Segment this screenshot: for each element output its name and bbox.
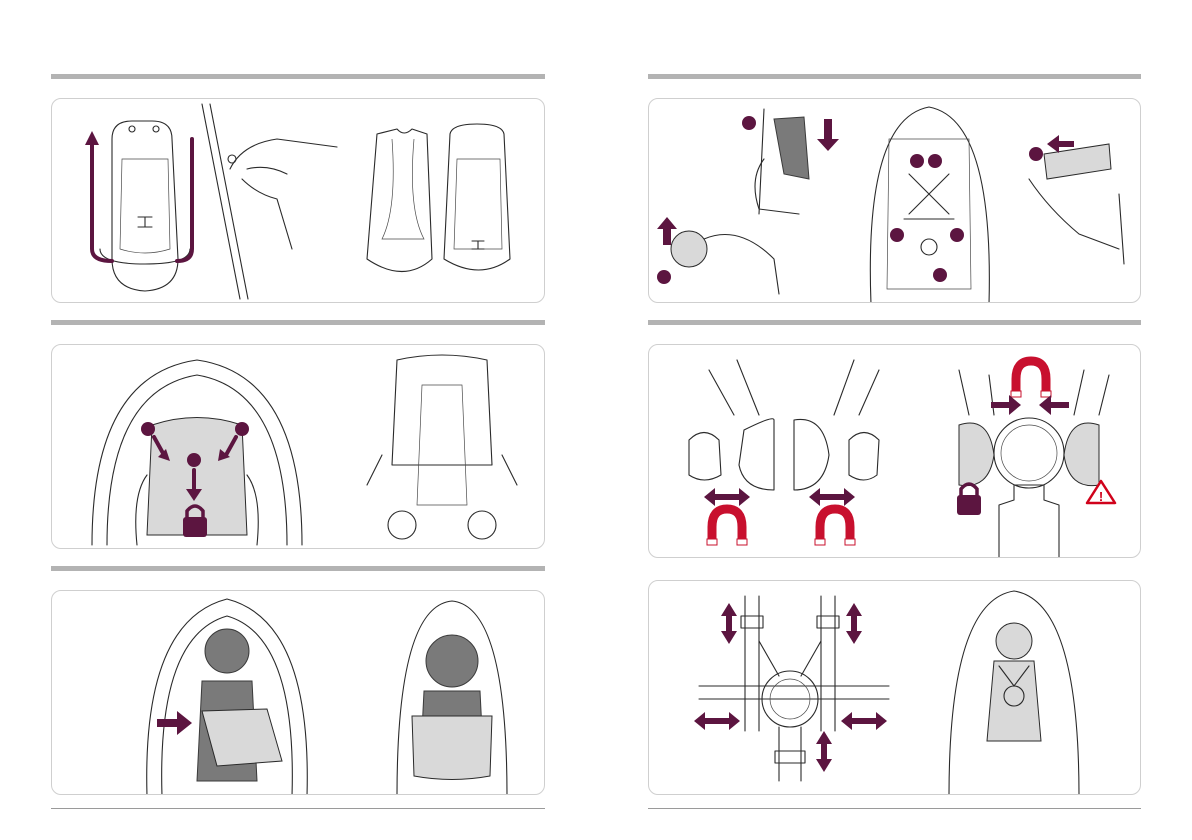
lock-icon (957, 484, 981, 515)
seat-with-child-illustration (147, 599, 308, 795)
page-bottom-rule-left (51, 808, 545, 809)
panel-seat-pad-locking (51, 344, 545, 549)
wrap-arrow-head (85, 131, 99, 145)
step-dot-icon (890, 228, 904, 242)
seat-harness-illustration (870, 107, 989, 303)
liner-back-illustration (444, 124, 510, 270)
stroller-illustration (367, 355, 517, 539)
section-divider-right-1 (648, 74, 1141, 79)
hand-buckle-illustration (671, 231, 779, 294)
magnet-icon (707, 509, 747, 545)
section-divider-left-2 (51, 320, 545, 325)
seat-liner-illustration (100, 121, 190, 291)
liner-front-illustration (367, 129, 432, 272)
panel-harness-removal (648, 98, 1141, 303)
panel-footmuff-fitting (51, 590, 545, 795)
magnet-icon (815, 509, 855, 545)
section-divider-left-3 (51, 566, 545, 571)
step-dot-icon (928, 154, 942, 168)
arrow-icon (694, 712, 740, 730)
arrow-icon (1039, 395, 1069, 415)
buckle-closed-illustration (959, 370, 1109, 558)
hand-strap-illustration (1029, 144, 1124, 264)
step-dot-icon (657, 270, 671, 284)
panel-magnetic-buckle: ! (648, 344, 1141, 558)
arrow-icon (991, 395, 1021, 415)
step-dot-icon (910, 154, 924, 168)
arrow-icon (721, 603, 737, 644)
wrap-arrow-right (177, 139, 192, 261)
arrow-icon (841, 712, 887, 730)
section-divider-left-1 (51, 74, 545, 79)
arrow-icon (809, 488, 855, 506)
section-divider-right-2 (648, 320, 1141, 325)
step-dot-icon (141, 422, 155, 436)
child-head (205, 629, 249, 673)
hand-zip-illustration (202, 104, 337, 299)
step-dot-icon (950, 228, 964, 242)
step-dot-icon (187, 453, 201, 467)
step-dot-icon (933, 268, 947, 282)
arrow-icon (157, 711, 192, 735)
footmuff (412, 716, 492, 780)
child-head (426, 635, 478, 687)
arrow-icon (816, 731, 832, 772)
panel-harness-adjustment (648, 580, 1141, 795)
warning-symbol: ! (1099, 489, 1103, 504)
seat-with-footmuff-illustration (397, 601, 507, 795)
arrow-icon (817, 119, 839, 151)
seat-with-harnessed-child-illustration (949, 591, 1079, 795)
arrow-icon (846, 603, 862, 644)
buckle-apart-illustration (689, 360, 879, 490)
hand-pull-pad-illustration (755, 109, 809, 214)
step-dot-icon (235, 422, 249, 436)
arrow-icon (704, 488, 750, 506)
panel-seat-cover-fitting (51, 98, 545, 303)
wrap-arrow-left (92, 144, 112, 261)
child-head (996, 623, 1032, 659)
page-bottom-rule-right (648, 808, 1141, 809)
step-dot-icon (742, 116, 756, 130)
magnet-icon (1011, 361, 1051, 397)
step-dot-icon (1029, 147, 1043, 161)
